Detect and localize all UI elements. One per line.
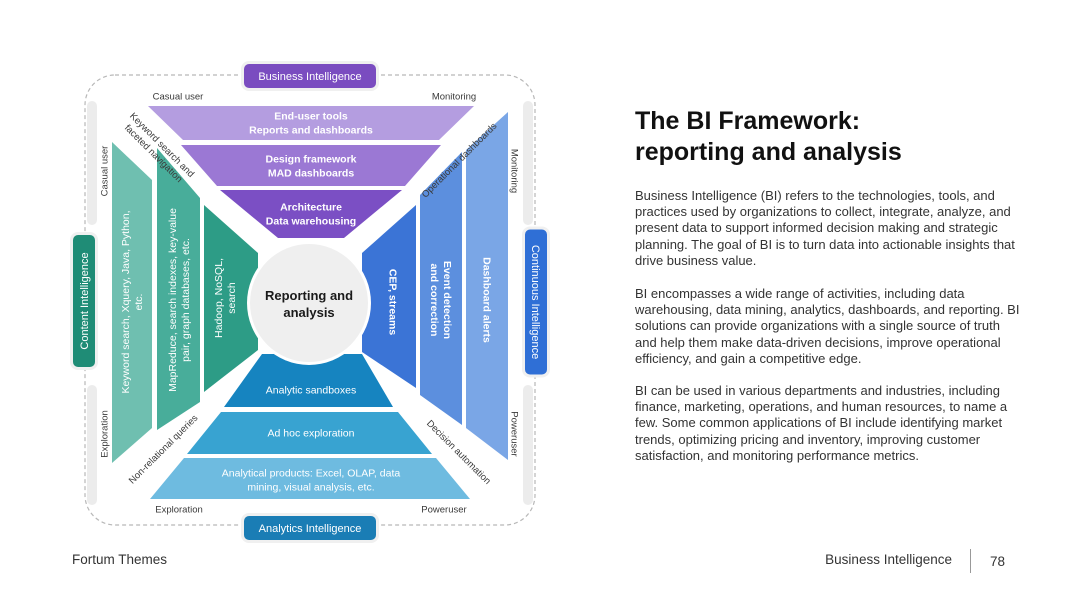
badge-continuous-intelligence-box <box>525 229 547 375</box>
top-band-2 <box>181 145 441 186</box>
badge-continuous-intelligence: Continuous Intelligence <box>522 226 550 378</box>
footer-section: Business Intelligence <box>825 552 952 567</box>
corner-top-right: Monitoring <box>432 91 476 102</box>
left-band-3-label-line: Hadoop, NoSQL, <box>213 258 225 338</box>
corner-bottom-right-line: Poweruser <box>421 504 466 515</box>
left-band-1-label-line: etc. <box>133 294 145 311</box>
top-band-3-label-line: Architecture <box>280 202 342 214</box>
left-band-2-label-line: pair, graph databases, etc. <box>180 238 192 362</box>
badge-content-intelligence: Content Intelligence <box>70 232 98 370</box>
paragraph-3: BI can be used in various departments an… <box>635 383 1008 463</box>
bottom-band-2-label: Ad hoc exploration <box>268 428 355 440</box>
top-band-1-label-line: End-user tools <box>274 111 348 123</box>
footer-divider <box>970 549 971 573</box>
right-band-3-label: CEP, streams <box>386 269 398 336</box>
left-band-2-label: MapReduce, search indexes, key-valuepair… <box>167 208 192 392</box>
bottom-band-3-label: Analytical products: Excel, OLAP, data mi… <box>222 468 401 494</box>
page-number: 78 <box>990 554 1006 569</box>
badge-content-intelligence-label: Content Intelligence <box>79 252 91 349</box>
corner-left-bottom: Exploration <box>99 410 110 458</box>
right-band-2-label-line: Event detection <box>441 261 453 339</box>
corner-bottom-right: Poweruser <box>421 504 466 515</box>
badge-analytics-intelligence-label: Analytics Intelligence <box>259 523 362 535</box>
center-label-line: Reporting and <box>265 288 353 303</box>
badge-business-intelligence-box <box>244 64 376 88</box>
title-line-2: reporting and analysis <box>635 138 902 166</box>
paragraph-2: BI encompasses a wide range of activitie… <box>635 286 1020 366</box>
badge-continuous-intelligence-label: Continuous Intelligence <box>529 245 541 359</box>
center-circle <box>250 244 368 362</box>
right-band-2-label: Event detectionand correction <box>428 261 453 339</box>
top-band-1-label-line: Reports and dashboards <box>249 125 373 137</box>
left-band-3-label-line: search <box>226 282 238 314</box>
bottom-band-3 <box>150 458 470 499</box>
left-band-1-label-line: Keyword search, Xquery, Java, Python, <box>120 210 132 393</box>
badge-content-intelligence-box <box>73 235 95 367</box>
corner-top-left: Casual user <box>153 91 204 102</box>
corner-left-bottom-line: Exploration <box>99 410 110 458</box>
top-band-1 <box>148 106 474 140</box>
left-band-1-label: Keyword search, Xquery, Java, Python,etc… <box>120 210 145 393</box>
top-band-3-label-line: Data warehousing <box>266 216 356 228</box>
left-band-3 <box>204 205 258 392</box>
corner-bottom-left-line: Exploration <box>155 504 203 515</box>
top-band-3 <box>220 190 402 238</box>
center-label: Reporting and analysis <box>265 288 353 320</box>
corner-right-top-line: Monitoring <box>509 149 520 193</box>
badge-business-intelligence-label: Business Intelligence <box>258 71 361 83</box>
bottom-band-3-label-line: mining, visual analysis, etc. <box>247 482 374 494</box>
center-label-line: analysis <box>283 305 334 320</box>
right-band-3-label-line: CEP, streams <box>386 269 398 336</box>
slide-title: The BI Framework: reporting and analysis <box>635 106 1035 168</box>
right-band-1 <box>466 112 508 460</box>
paragraph-1: Business Intelligence (BI) refers to the… <box>635 188 1015 268</box>
bottom-band-1 <box>224 354 393 407</box>
right-band-1-label: Dashboard alerts <box>480 257 492 343</box>
badge-analytics-intelligence-box <box>244 516 376 540</box>
badge-business-intelligence: Business Intelligence <box>241 61 379 91</box>
left-band-2-label-line: MapReduce, search indexes, key-value <box>167 208 179 392</box>
corner-top-left-line: Casual user <box>153 91 204 102</box>
corner-right-top: Monitoring <box>509 149 520 193</box>
corner-left-top: Casual user <box>99 146 110 197</box>
corner-bottom-left: Exploration <box>155 504 203 515</box>
corner-left-top-line: Casual user <box>99 146 110 197</box>
top-band-2-label-line: Design framework <box>265 154 356 166</box>
right-band-2 <box>420 152 462 425</box>
bottom-band-2-label-line: Ad hoc exploration <box>268 428 355 440</box>
left-band-3-label: Hadoop, NoSQL,search <box>213 258 238 338</box>
bottom-band-1-label: Analytic sandboxes <box>266 385 356 397</box>
corner-top-right-line: Monitoring <box>432 91 476 102</box>
bottom-band-1-label-line: Analytic sandboxes <box>266 385 356 397</box>
badge-analytics-intelligence: Analytics Intelligence <box>241 513 379 543</box>
corner-right-bottom-line: Poweruser <box>509 411 520 456</box>
right-band-1-label-line: Dashboard alerts <box>480 257 492 343</box>
left-band-1 <box>112 142 152 463</box>
left-band-2 <box>157 148 200 430</box>
right-band-3 <box>362 205 416 388</box>
top-band-2-label-line: MAD dashboards <box>268 168 355 180</box>
bottom-band-3-label-line: Analytical products: Excel, OLAP, data <box>222 468 401 480</box>
footer-brand: Fortum Themes <box>72 552 168 567</box>
corner-right-bottom: Poweruser <box>509 411 520 456</box>
bottom-band-2 <box>187 412 432 454</box>
title-line-1: The BI Framework: <box>635 107 861 135</box>
right-band-2-label-line: and correction <box>428 264 440 337</box>
